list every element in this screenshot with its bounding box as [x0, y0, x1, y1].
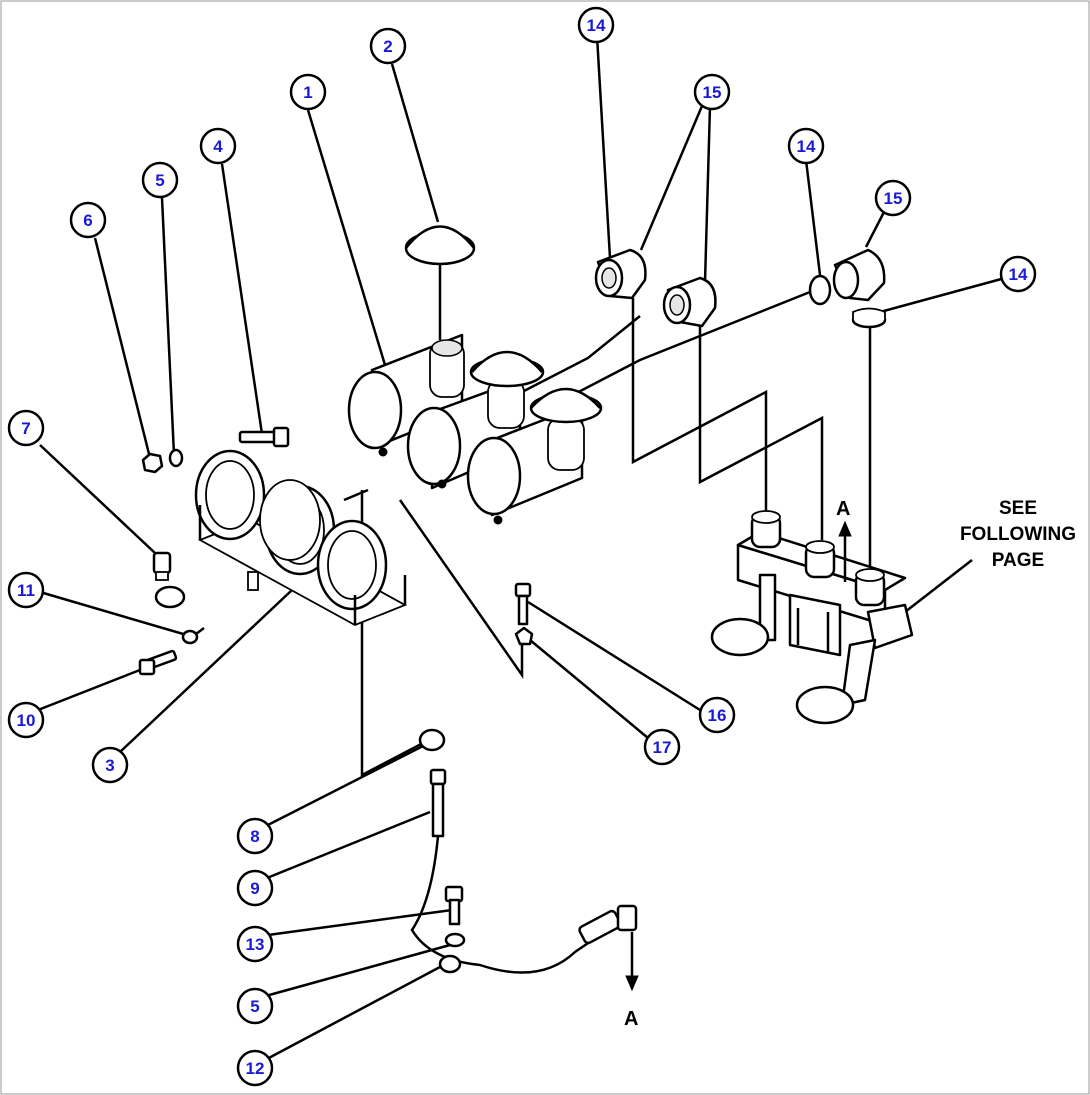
canister-3: [466, 387, 603, 525]
callout-14-right: 14: [999, 255, 1037, 293]
callout-10: 10: [7, 701, 45, 739]
svg-text:14: 14: [1009, 265, 1028, 284]
callout-7: 7: [7, 409, 45, 447]
note-line-2: FOLLOWING: [960, 524, 1076, 545]
svg-text:5: 5: [250, 997, 259, 1016]
callout-15-right: 15: [874, 179, 912, 217]
callout-16: 16: [698, 696, 736, 734]
svg-text:10: 10: [17, 711, 36, 730]
clip-11: [181, 627, 205, 645]
svg-text:15: 15: [884, 189, 903, 208]
callout-6: 6: [69, 201, 107, 239]
elbow-15-b: [662, 276, 717, 328]
callout-5-upper: 5: [141, 161, 179, 199]
svg-text:12: 12: [246, 1059, 265, 1078]
callout-11: 11: [7, 571, 45, 609]
fitting-8: [418, 728, 446, 752]
clamp-12: [438, 954, 462, 974]
note-line-3: PAGE: [992, 550, 1044, 571]
callout-5-lower: 5: [236, 987, 274, 1025]
svg-text:2: 2: [383, 37, 392, 56]
arrow-a-up-label: A: [836, 498, 850, 520]
mounting-bracket: [194, 449, 408, 626]
svg-text:15: 15: [703, 83, 722, 102]
callout-8: 8: [236, 817, 274, 855]
svg-text:16: 16: [708, 706, 727, 725]
bolt-13: [444, 885, 466, 948]
intake-manifold: [710, 510, 914, 725]
svg-text:7: 7: [21, 419, 30, 438]
arrow-a-down: [625, 932, 639, 992]
leader-lines: [37, 35, 1006, 1062]
canister-2: [406, 350, 545, 490]
callout-12: 12: [236, 1049, 274, 1087]
svg-text:1: 1: [303, 83, 312, 102]
svg-text:11: 11: [17, 581, 35, 600]
washer-5: [168, 448, 184, 468]
elbow-15-c: [832, 248, 886, 302]
svg-text:6: 6: [83, 211, 92, 230]
washer-17: [514, 626, 534, 646]
callout-15-top: 15: [693, 73, 731, 111]
bolt-10: [138, 649, 178, 676]
svg-text:4: 4: [213, 137, 223, 156]
callout-2: 2: [369, 27, 407, 65]
svg-text:13: 13: [246, 935, 265, 954]
arrow-a-up: [838, 520, 852, 582]
callout-4: 4: [199, 127, 237, 165]
nut-6: [141, 452, 164, 474]
bolt-16: [514, 582, 532, 626]
callout-13: 13: [236, 925, 274, 963]
svg-text:17: 17: [653, 738, 672, 757]
bolt-4: [238, 426, 290, 448]
callout-3: 3: [91, 746, 129, 784]
svg-text:5: 5: [155, 171, 164, 190]
callout-9: 9: [236, 869, 274, 907]
see-following-page-note: SEE FOLLOWING PAGE: [960, 498, 1076, 571]
svg-text:14: 14: [587, 16, 606, 35]
callouts: 1 2 3 4 5 6 7 8: [7, 6, 1037, 1087]
fitting-7: [152, 551, 186, 609]
svg-text:8: 8: [250, 827, 259, 846]
callout-1: 1: [289, 73, 327, 111]
elbow-15-a: [594, 248, 647, 300]
arrow-a-down-label: A: [624, 1008, 638, 1030]
precleaner-cap: [404, 225, 476, 340]
svg-text:14: 14: [797, 137, 816, 156]
callout-14-mid: 14: [787, 127, 825, 165]
svg-text:9: 9: [250, 879, 259, 898]
seal-14-right: [851, 307, 887, 329]
svg-text:3: 3: [105, 756, 114, 775]
callout-14-top: 14: [577, 6, 615, 44]
note-line-1: SEE: [999, 498, 1037, 519]
seal-14-mid: [808, 274, 832, 306]
callout-17: 17: [643, 728, 681, 766]
